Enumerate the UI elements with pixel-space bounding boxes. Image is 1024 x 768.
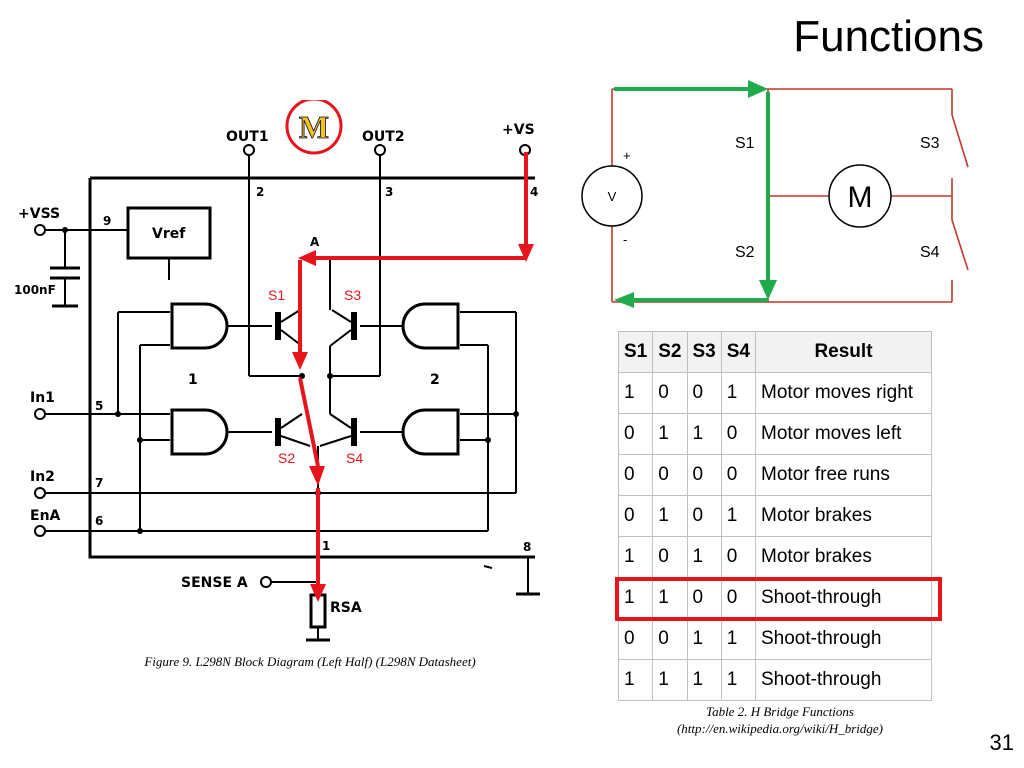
- cell: 1: [720, 618, 757, 660]
- hb-label-s4: S4: [920, 244, 940, 261]
- cell: 1: [652, 413, 688, 455]
- table-row: 0 0 0 0 Motor free runs: [617, 454, 932, 496]
- svg-text:8: 8: [523, 540, 531, 554]
- cell-result: Motor brakes: [755, 495, 932, 537]
- table-caption-line1: Table 2. H Bridge Functions: [706, 704, 854, 719]
- cell: 0: [652, 618, 688, 660]
- svg-text:5: 5: [95, 399, 103, 413]
- cell: 1: [686, 659, 722, 701]
- cell-result: Motor moves right: [755, 372, 932, 414]
- table-row: 0 0 1 1 Shoot-through: [617, 618, 932, 660]
- label-ena: EnA: [30, 508, 61, 524]
- header-s4: S4: [720, 331, 757, 373]
- shoot-through-highlight: [615, 577, 942, 621]
- cell: 1: [617, 372, 654, 414]
- label-in2: In2: [30, 469, 55, 485]
- svg-text:3: 3: [385, 185, 393, 199]
- minus-sign: -: [623, 232, 627, 247]
- cell: 0: [686, 454, 722, 496]
- cell: 0: [617, 618, 654, 660]
- cell-result: Motor free runs: [755, 454, 932, 496]
- cell: 0: [686, 372, 722, 414]
- cell: 0: [720, 536, 757, 578]
- table-row: 0 1 1 0 Motor moves left: [617, 413, 932, 455]
- hb-label-s3: S3: [920, 135, 940, 152]
- l298n-block-diagram: M OUT1 OUT2 +VS +VSS Vref 100nF In1 In2 …: [14, 100, 540, 642]
- cell-result: Shoot-through: [755, 618, 932, 660]
- svg-text:1: 1: [322, 539, 330, 553]
- label-gate-1: 1: [188, 372, 198, 388]
- header-s3: S3: [686, 331, 722, 373]
- svg-text:M: M: [299, 109, 329, 145]
- cell: 1: [720, 659, 757, 701]
- svg-text:6: 6: [95, 514, 103, 528]
- label-vref: Vref: [152, 226, 186, 242]
- cell: 1: [652, 659, 688, 701]
- table-caption-line2: (http://en.wikipedia.org/wiki/H_bridge): [676, 721, 884, 736]
- label-100nf: 100nF: [14, 283, 56, 297]
- label-in1: In1: [30, 390, 55, 406]
- cell: 1: [686, 618, 722, 660]
- cell: 0: [617, 454, 654, 496]
- label-s3: S3: [344, 287, 361, 303]
- label-node-a: A: [310, 235, 320, 249]
- cell: 1: [720, 495, 757, 537]
- svg-text:2: 2: [256, 185, 264, 199]
- cell: 1: [686, 536, 722, 578]
- table-row: 1 0 0 1 Motor moves right: [617, 372, 932, 414]
- page-number: 31: [989, 730, 1014, 755]
- header-s1: S1: [617, 331, 654, 373]
- label-s2: S2: [278, 450, 295, 466]
- cell: 1: [686, 413, 722, 455]
- cell: 1: [720, 372, 757, 414]
- cell: 0: [686, 495, 722, 537]
- cell: 1: [617, 536, 654, 578]
- plus-sign: +: [623, 148, 631, 163]
- svg-text:4: 4: [530, 185, 538, 199]
- cell: 0: [720, 454, 757, 496]
- table-row: 1 1 1 1 Shoot-through: [617, 659, 932, 701]
- cell: 1: [617, 659, 654, 701]
- source-symbol: V: [608, 189, 617, 204]
- michigan-logo: M: [285, 100, 343, 155]
- label-vs: +VS: [502, 122, 535, 138]
- cell: 0: [652, 372, 688, 414]
- hb-label-s2: S2: [735, 244, 755, 261]
- current-path-red: [298, 152, 528, 585]
- svg-text:9: 9: [103, 214, 111, 228]
- cell-result: Motor moves left: [755, 413, 932, 455]
- motor-symbol: M: [848, 181, 873, 214]
- header-result: Result: [755, 331, 932, 373]
- label-sense-a: SENSE A: [181, 575, 248, 591]
- label-s1: S1: [268, 287, 285, 303]
- h-bridge-diagram: S1 S2 S3 S4 M V + -: [581, 80, 969, 308]
- label-vss: +VSS: [18, 206, 60, 222]
- cell: 1: [652, 495, 688, 537]
- svg-text:7: 7: [95, 476, 103, 490]
- label-gate-2: 2: [430, 372, 440, 388]
- cell: 0: [617, 413, 654, 455]
- table-header-row: S1 S2 S3 S4 Result: [617, 331, 932, 373]
- header-s2: S2: [652, 331, 688, 373]
- label-out1: OUT1: [226, 129, 269, 145]
- table-row: 0 1 0 1 Motor brakes: [617, 495, 932, 537]
- current-path-green: [614, 87, 770, 302]
- cell: 0: [720, 413, 757, 455]
- hb-label-s1: S1: [735, 135, 755, 152]
- label-s4: S4: [346, 450, 363, 466]
- table-caption: Table 2. H Bridge Functions (http://en.w…: [600, 703, 960, 737]
- slide-title: Functions: [793, 12, 984, 61]
- figure-caption: Figure 9. L298N Block Diagram (Left Half…: [144, 654, 476, 669]
- cell-result: Motor brakes: [755, 536, 932, 578]
- h-bridge-truth-table: S1 S2 S3 S4 Result 1 0 0 1 Motor moves r…: [617, 331, 932, 701]
- cell: 0: [617, 495, 654, 537]
- cell: 0: [652, 536, 688, 578]
- label-out2: OUT2: [362, 129, 405, 145]
- cell-result: Shoot-through: [755, 659, 932, 701]
- table-row: 1 0 1 0 Motor brakes: [617, 536, 932, 578]
- cell: 0: [652, 454, 688, 496]
- label-rsa: RSA: [330, 600, 362, 616]
